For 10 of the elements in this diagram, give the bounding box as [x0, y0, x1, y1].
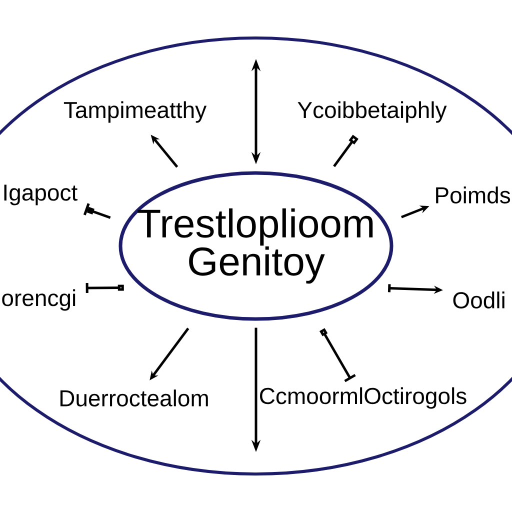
node-label: Oodli — [453, 292, 504, 308]
connector-line — [83, 203, 111, 219]
node-label: Poimds — [436, 186, 510, 204]
node-label: Ycoibbetaiphly — [298, 101, 447, 123]
connector-line — [86, 283, 124, 294]
node-label: Duerroctealom — [60, 390, 208, 406]
node-label: orencgi — [2, 289, 76, 311]
node-label: Tampimeatthy — [64, 101, 207, 123]
node-label: Igapoct — [4, 184, 78, 206]
node-label: CcmoormlOctirogols — [260, 387, 466, 409]
